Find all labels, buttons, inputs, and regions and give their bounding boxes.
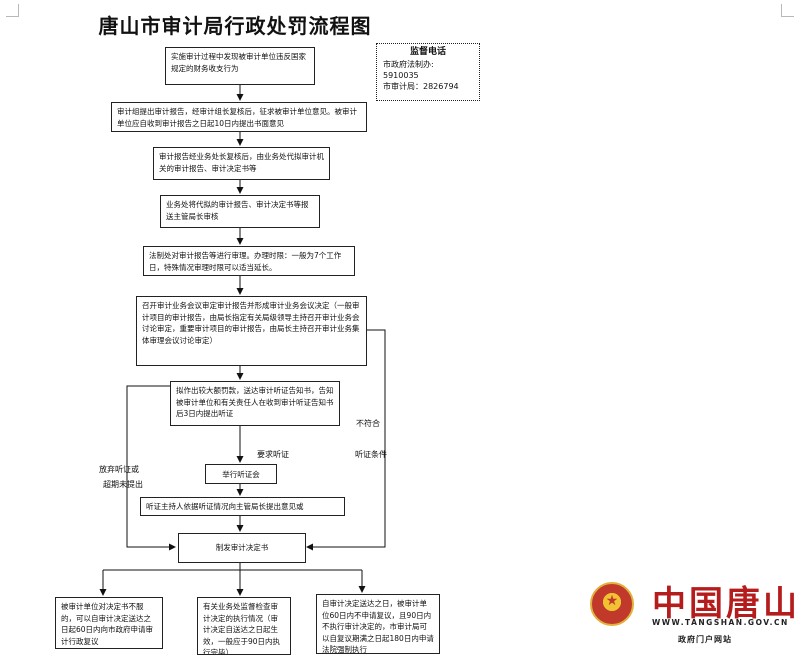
page-corner-mark-left (6, 4, 19, 17)
step-3-box: 审计报告经业务处长复核后，由业务处代拟审计机关的审计报告、审计决定书等 (153, 147, 330, 180)
supervision-hotline-box: 监督电话 市政府法制办: 5910035 市审计局：2826794 (376, 43, 480, 101)
label-not-meet-1: 不符合 (356, 419, 380, 428)
label-waive-hearing-1: 放弃听证或 (99, 465, 139, 474)
step-4-box: 业务处将代拟的审计报告、审计决定书等报送主管局长审核 (160, 195, 320, 228)
arrow-not-meet-conditions (306, 329, 386, 551)
arrow-waive-hearing (126, 385, 176, 551)
step-1-box: 实施审计过程中发现被审计单位违反国家规定的财务收支行为 (165, 47, 315, 85)
hotline-heading: 监督电话 (409, 47, 446, 57)
tangshan-portal-logo: 中国唐山 WWW.TANGSHAN.GOV.CN 政府门户网站 (590, 582, 797, 652)
hotline-line-1: 市政府法制办: (383, 60, 434, 69)
logo-brand-text: 中国唐山 (652, 584, 800, 624)
national-emblem-icon (590, 582, 634, 626)
logo-url-text: WWW.TANGSHAN.GOV.CN (652, 618, 789, 627)
step-9-box: 听证主持人依据听证情况向主管局长提出意见或 (140, 497, 345, 516)
step-2-box: 审计组提出审计报告，经审计组长复核后，征求被审计单位意见。被审计单位应自收到审计… (111, 102, 367, 132)
result-enforcement-box: 自审计决定送达之日，被审计单位60日内不申请复议，且90日内不执行审计决定的，市… (316, 594, 440, 654)
page-corner-mark-right (781, 4, 794, 17)
logo-portal-text: 政府门户网站 (678, 635, 732, 644)
step-6-box: 召开审计业务会议审定审计报告并形成审计业务会议决定（一般审计项目的审计报告，由局… (136, 296, 367, 366)
hotline-line-2: 5910035 (383, 71, 419, 80)
label-waive-hearing-2: 超期未提出 (103, 480, 143, 489)
result-review-box: 被审计单位对决定书不服的，可以自审计决定送达之日起60日内向市政府申请审计行政复… (55, 597, 163, 649)
label-not-meet-2: 听证条件 (355, 450, 387, 459)
step-8-box: 举行听证会 (205, 464, 277, 484)
step-7-box: 拟作出较大额罚款，送达审计听证告知书，告知被审计单位和有关责任人在收到审计听证告… (170, 381, 340, 426)
hotline-line-3: 市审计局：2826794 (383, 82, 459, 91)
page-title: 唐山市审计局行政处罚流程图 (98, 14, 372, 38)
label-request-hearing: 要求听证 (257, 450, 289, 459)
step-10-box: 制发审计决定书 (178, 533, 306, 563)
step-5-box: 法制处对审计报告等进行审理。办理时限：一般为7个工作日，特殊情况审理时限可以适当… (143, 246, 355, 276)
result-supervision-box: 有关业务处监督检查审计决定的执行情况（审计决定自送达之日起生效，一般应于90日内… (197, 597, 291, 655)
